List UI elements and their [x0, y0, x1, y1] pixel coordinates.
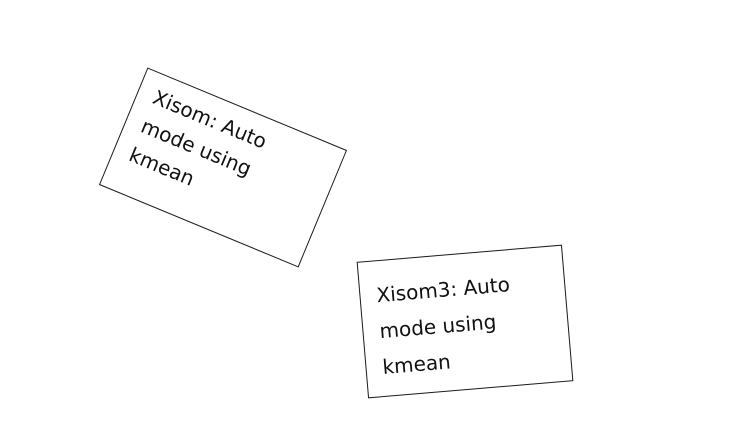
note-box-xisom[interactable]: Xisom: Auto mode using kmean — [98, 67, 348, 268]
note-box-xisom3[interactable]: Xisom3: Auto mode using kmean — [356, 244, 574, 399]
